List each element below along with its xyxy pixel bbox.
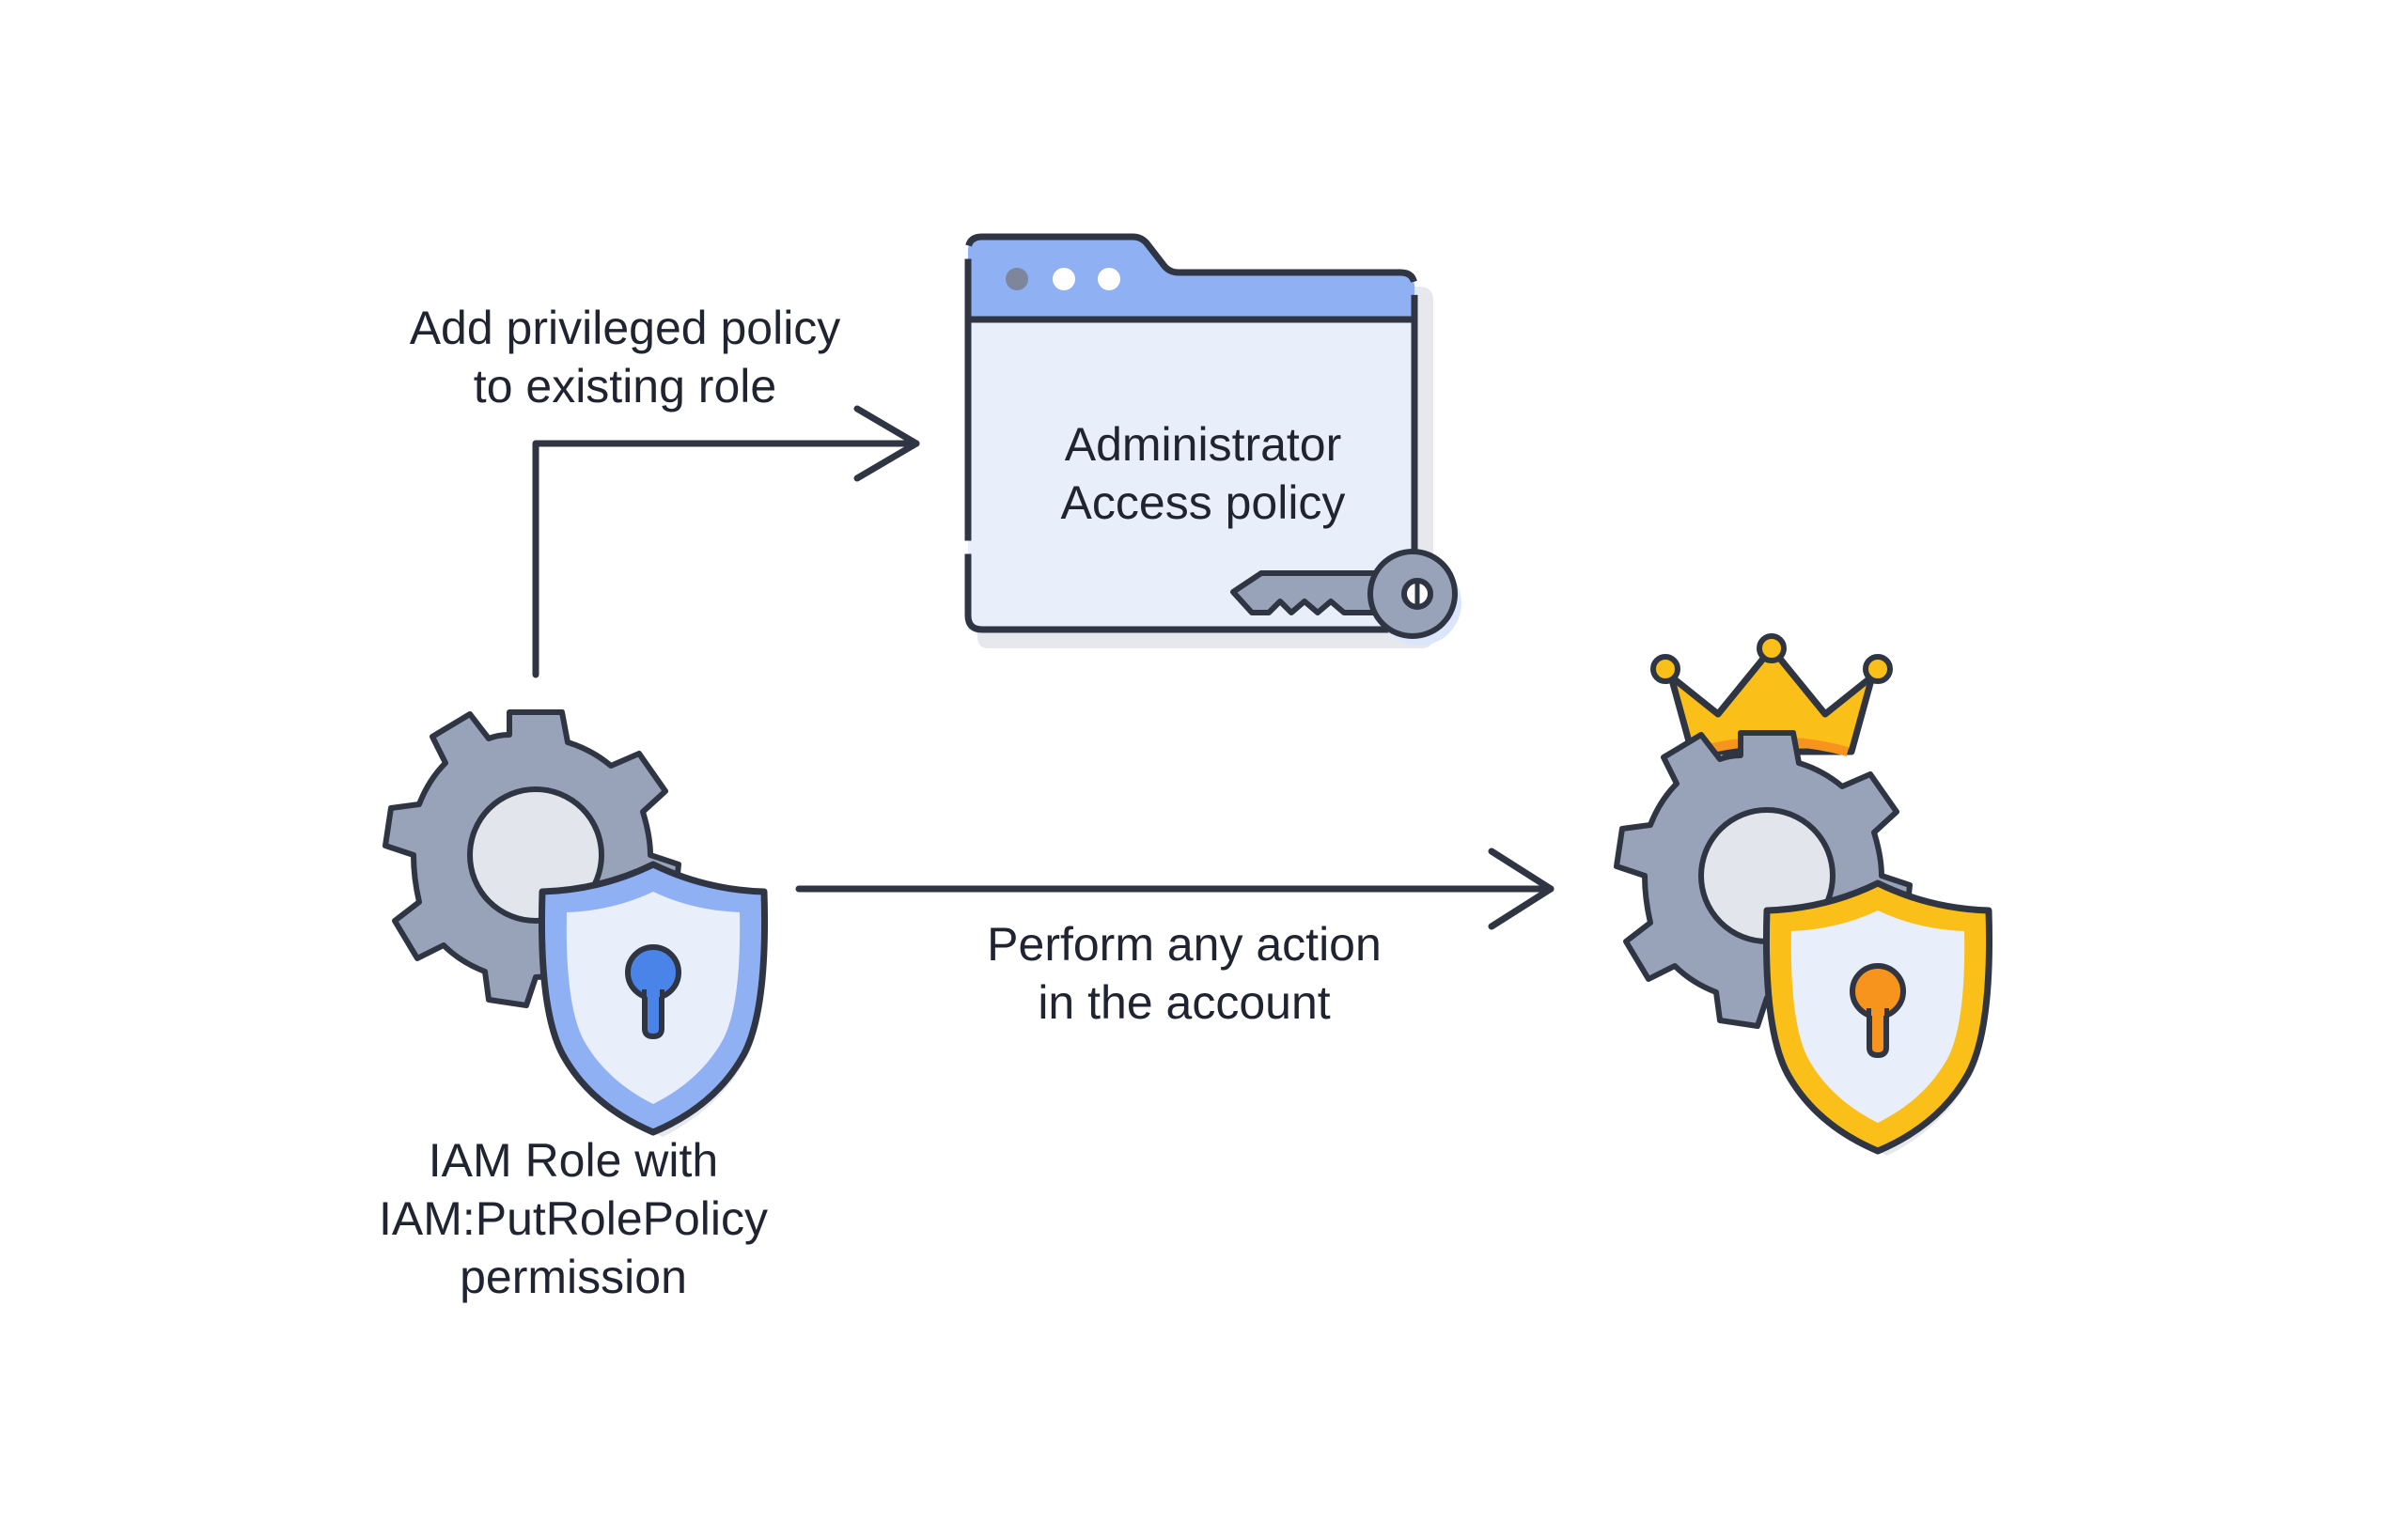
edge-label-perform-action: Perform any action in the account (940, 915, 1429, 1032)
policy-window-label: Administrator Access policy (968, 415, 1438, 532)
edge-add-policy (532, 405, 920, 678)
key-icon (1230, 549, 1461, 646)
iam-role-label: IAM Role with IAM:PutRolePolicy permissi… (348, 1131, 799, 1306)
node-label-line: IAM:PutRolePolicy (378, 1192, 769, 1245)
node-label-line: Administrator (1064, 418, 1342, 471)
shield-keyhole-icon (1762, 879, 1993, 1156)
edge-label-line: Perform any action (987, 918, 1382, 971)
node-label-line: IAM Role with (428, 1134, 719, 1187)
node-label-line: Access policy (1060, 476, 1346, 529)
shield-keyhole-icon (538, 861, 769, 1137)
arrowhead-icon (853, 405, 920, 482)
browser-window-icon (964, 233, 1433, 648)
node-label-line: permission (460, 1251, 687, 1303)
arrowhead-icon (1488, 848, 1555, 930)
edge-label-line: Add privileged policy (409, 302, 841, 354)
edge-perform-action (795, 848, 1555, 930)
edge-label-add-policy: Add privileged policy to existing role (343, 299, 907, 415)
crown-icon (1650, 633, 1893, 756)
edge-label-line: in the account (1038, 976, 1331, 1029)
edge-label-line: to existing role (473, 360, 777, 412)
